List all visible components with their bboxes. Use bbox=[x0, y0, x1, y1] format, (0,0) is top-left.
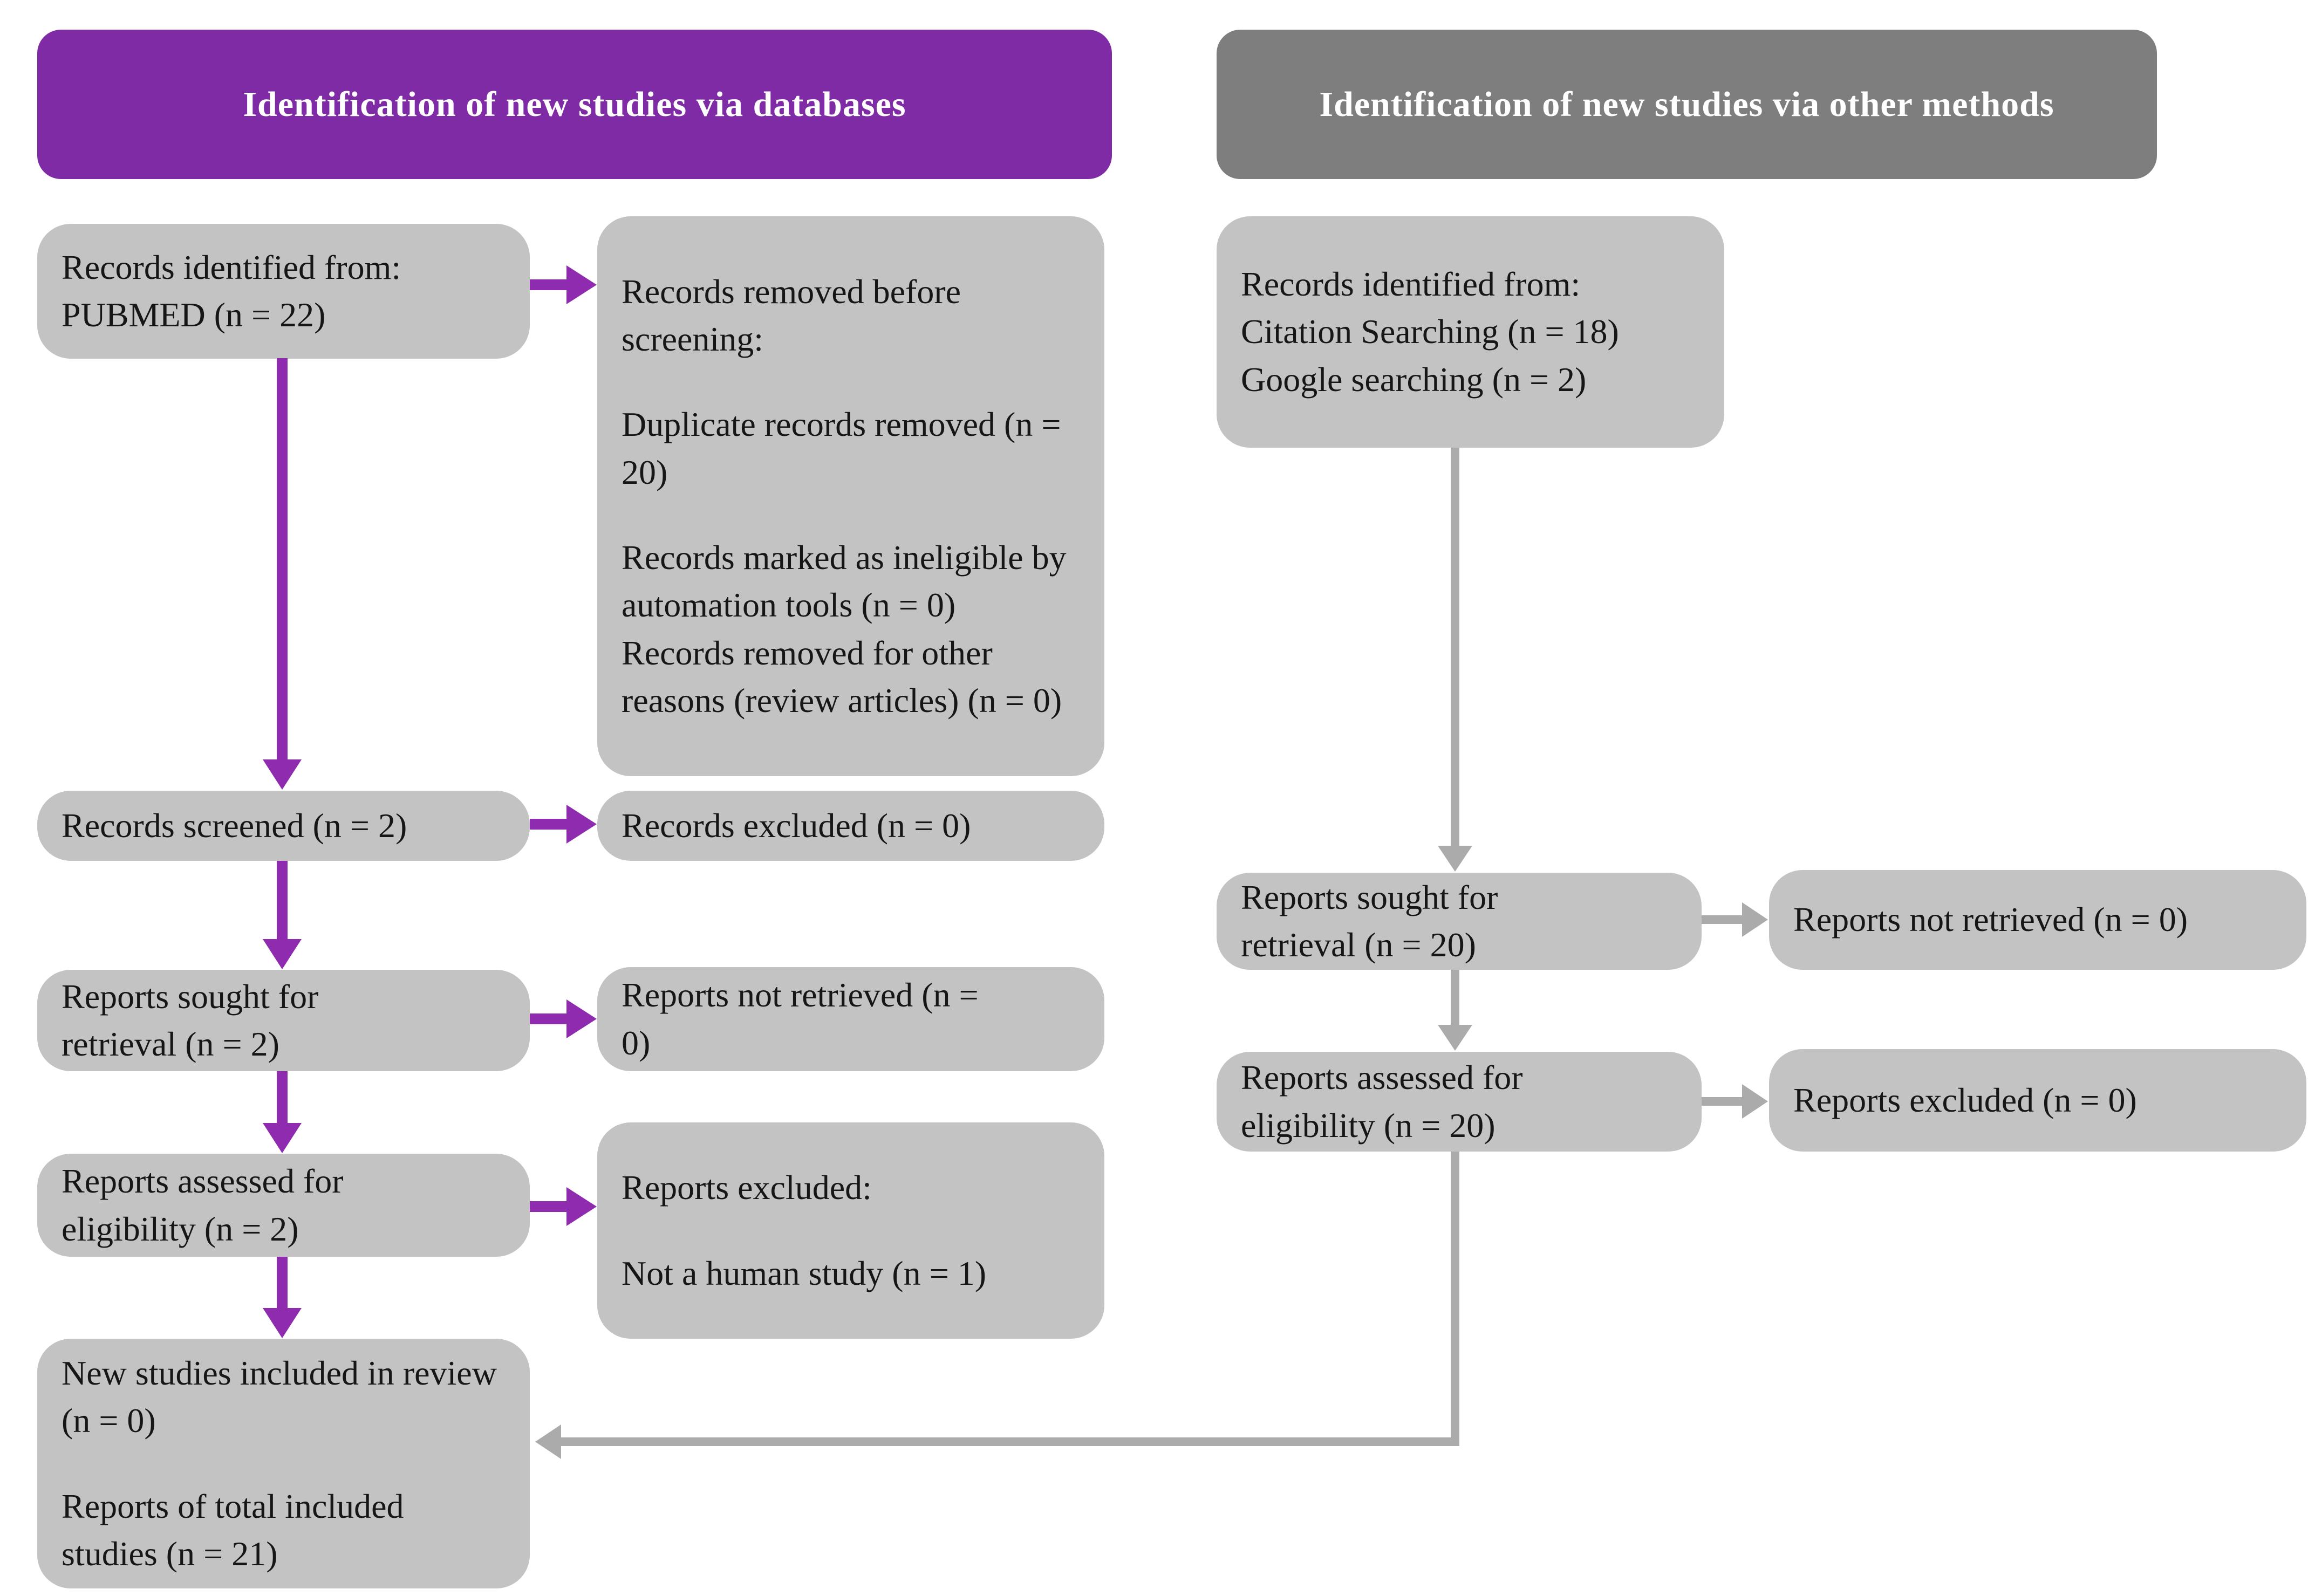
box-text-line: 0) bbox=[622, 1023, 651, 1062]
box-text-paragraph: New studies included in review (n = 0) bbox=[62, 1353, 497, 1440]
connector-line-other-assessed-down bbox=[1451, 1152, 1459, 1446]
arrow-down-icon-screened-to-sought bbox=[277, 861, 288, 940]
box-text-line: Google searching (n = 2) bbox=[1241, 360, 1587, 399]
box-text-paragraph: Records removed for other reasons (revie… bbox=[622, 633, 1062, 720]
box-text-paragraph: Not a human study (n = 1) bbox=[622, 1253, 986, 1292]
arrow-right-icon-identified-to-removed bbox=[530, 279, 568, 290]
arrow-right-icon-sought-to-not-retrieved bbox=[530, 1013, 568, 1024]
box-text-line: PUBMED (n = 22) bbox=[62, 296, 326, 334]
arrow-down-icon-other-sought-to-assessed bbox=[1451, 970, 1459, 1026]
header-databases: Identification of new studies via databa… bbox=[37, 30, 1112, 179]
box-reports-assessed-other: Reports assessed for eligibility (n = 20… bbox=[1217, 1052, 1702, 1152]
box-reports-sought-other: Reports sought for retrieval (n = 20) bbox=[1217, 873, 1702, 970]
box-records-excluded: Records excluded (n = 0) bbox=[597, 791, 1104, 861]
box-text-line: eligibility (n = 2) bbox=[62, 1209, 299, 1248]
box-text-line: Reports sought for bbox=[1241, 878, 1498, 916]
header-other-methods-label: Identification of new studies via other … bbox=[1319, 84, 2054, 124]
box-reports-not-retrieved-other: Reports not retrieved (n = 0) bbox=[1769, 870, 2306, 970]
box-text-line: Records excluded (n = 0) bbox=[622, 806, 971, 845]
box-new-studies-included: New studies included in review (n = 0) R… bbox=[37, 1339, 530, 1588]
box-text-line: Reports sought for bbox=[62, 977, 319, 1016]
arrow-right-icon-screened-to-excluded bbox=[530, 819, 568, 830]
box-records-removed-before-screening: Records removed before screening: Duplic… bbox=[597, 216, 1104, 776]
box-reports-sought-databases: Reports sought for retrieval (n = 2) bbox=[37, 970, 530, 1071]
header-other-methods: Identification of new studies via other … bbox=[1217, 30, 2157, 179]
box-text-line: Reports assessed for bbox=[1241, 1058, 1523, 1097]
box-text-line: Reports excluded (n = 0) bbox=[1793, 1080, 2137, 1119]
box-text-line: Reports not retrieved (n = 0) bbox=[1793, 900, 2188, 939]
box-reports-not-retrieved-databases: Reports not retrieved (n = 0) bbox=[597, 967, 1104, 1071]
box-records-screened: Records screened (n = 2) bbox=[37, 791, 530, 861]
box-text-paragraph: Reports of total included studies (n = 2… bbox=[62, 1487, 404, 1573]
box-text-paragraph: Records marked as ineligible by automati… bbox=[622, 538, 1067, 625]
box-text-line: retrieval (n = 2) bbox=[62, 1025, 279, 1063]
box-text-line: retrieval (n = 20) bbox=[1241, 926, 1476, 964]
arrow-left-icon-other-to-included bbox=[560, 1437, 1459, 1446]
box-records-identified-databases: Records identified from: PUBMED (n = 22) bbox=[37, 224, 530, 359]
arrow-right-icon-assessed-to-excluded bbox=[530, 1201, 568, 1212]
box-text-line: Records screened (n = 2) bbox=[62, 806, 407, 845]
arrow-down-icon-identified-to-screened bbox=[277, 358, 288, 761]
box-text-line: eligibility (n = 20) bbox=[1241, 1106, 1496, 1145]
box-text-paragraph: Reports excluded: bbox=[622, 1168, 872, 1207]
arrow-down-icon-assessed-to-included bbox=[277, 1257, 288, 1309]
box-records-identified-other: Records identified from: Citation Search… bbox=[1217, 216, 1724, 448]
header-databases-label: Identification of new studies via databa… bbox=[243, 84, 906, 124]
box-text-line: Citation Searching (n = 18) bbox=[1241, 312, 1619, 351]
arrow-down-icon-other-identified-to-sought bbox=[1451, 448, 1459, 847]
box-reports-assessed-databases: Reports assessed for eligibility (n = 2) bbox=[37, 1154, 530, 1257]
arrow-down-icon-sought-to-assessed bbox=[277, 1071, 288, 1124]
box-text-line: Reports not retrieved (n = bbox=[622, 976, 979, 1015]
box-text-line: Records identified from: bbox=[1241, 265, 1581, 304]
box-text-line: Reports assessed for bbox=[62, 1162, 344, 1201]
box-text-paragraph: Records removed before screening: bbox=[622, 272, 961, 359]
box-text-line: Records identified from: bbox=[62, 248, 401, 286]
arrow-right-icon-other-assessed-to-excluded bbox=[1702, 1097, 1743, 1106]
arrow-right-icon-other-sought-to-not-retrieved bbox=[1702, 915, 1743, 924]
box-reports-excluded-other: Reports excluded (n = 0) bbox=[1769, 1049, 2306, 1152]
box-text-paragraph: Duplicate records removed (n = 20) bbox=[622, 405, 1061, 491]
box-reports-excluded-databases: Reports excluded: Not a human study (n =… bbox=[597, 1122, 1104, 1339]
